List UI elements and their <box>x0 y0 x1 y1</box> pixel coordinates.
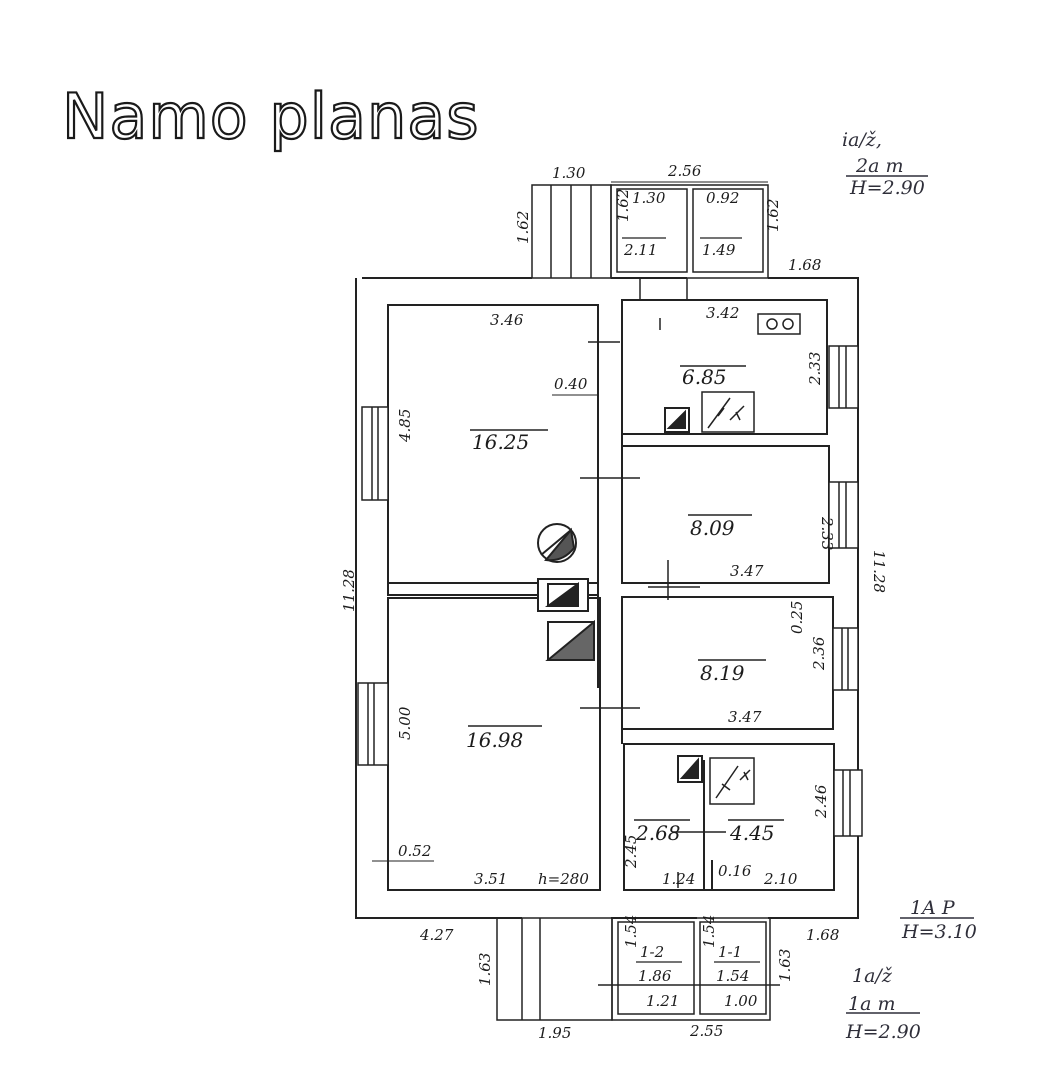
area-room-e1: 8.09 <box>690 516 735 540</box>
dim-south-steps-depth: 1.63 <box>476 953 494 986</box>
dim-room-sw-depth: 5.00 <box>396 706 414 740</box>
dim-room-e1-width: 3.47 <box>730 562 764 580</box>
dim-south-porch-left-w: 1.21 <box>646 992 679 1010</box>
dim-room-se-left-width: 1.24 <box>662 870 695 888</box>
dim-se-offset: 1.68 <box>806 926 839 944</box>
dim-room-e2-depth: 2.36 <box>810 636 828 671</box>
dim-room-e1-depth: 2.33 <box>818 516 836 550</box>
dim-room-se-left-depth: 2.45 <box>622 835 640 869</box>
central-wall <box>597 434 623 890</box>
windows-east <box>828 345 863 837</box>
dim-north-porch-depth: 1.62 <box>764 199 782 232</box>
note-north-line1: ia/ž, <box>842 129 882 151</box>
dim-south-porch-right-d: 1.54 <box>700 915 718 948</box>
dim-north-porch-left-w: 1.30 <box>632 189 666 207</box>
area-room-nw: 16.25 <box>472 430 529 454</box>
windows-west <box>357 406 389 766</box>
kitchen-outline <box>621 299 828 435</box>
south-steps <box>496 917 613 1021</box>
area-porch-s-right: 1.54 <box>716 967 749 985</box>
dim-room-nw-width: 3.46 <box>490 311 524 329</box>
dim-south-steps-width: 1.95 <box>538 1024 571 1042</box>
north-steps <box>531 184 612 279</box>
dim-north-steps-depth: 1.62 <box>514 211 532 244</box>
note-main-line2: H=3.10 <box>901 921 977 943</box>
note-south-line3: H=2.90 <box>845 1021 921 1043</box>
dim-north-porch-left-d: 1.62 <box>614 189 632 222</box>
plan-title: Namo planas <box>61 79 480 154</box>
note-south-line2: 1a m <box>848 993 895 1015</box>
dim-room-se-depth: 2.46 <box>812 784 830 819</box>
note-north-line3: H=2.90 <box>849 177 925 199</box>
area-porch-n-left: 2.11 <box>623 241 657 259</box>
dim-south-porch-left-d: 1.54 <box>622 915 640 948</box>
dim-kitchen-depth: 2.33 <box>806 352 824 386</box>
area-room-se-left: 2.68 <box>635 821 681 845</box>
note-main-line1: 1A P <box>910 897 956 919</box>
dim-wall-thickness: 0.40 <box>554 375 588 393</box>
area-porch-s-left: 1.86 <box>638 967 672 985</box>
dim-room-e2-width: 3.47 <box>728 708 762 726</box>
dim-south-porch-width: 2.55 <box>689 1022 723 1040</box>
dim-room-nw-depth: 4.85 <box>396 409 414 443</box>
dim-overall-left: 11.28 <box>340 569 358 612</box>
dim-north-porch-width: 2.56 <box>667 162 702 180</box>
dim-overall-right: 11.28 <box>870 550 888 593</box>
door-marks <box>580 318 726 888</box>
dim-south-porch-right-w: 1.00 <box>724 992 758 1010</box>
dim-south-left-offset: 4.27 <box>419 926 454 944</box>
area-porch-n-right: 1.49 <box>702 241 736 259</box>
north-porch <box>610 184 769 300</box>
kitchen-fixtures <box>701 313 801 805</box>
stove-icons <box>537 407 703 783</box>
dim-kitchen-width: 3.42 <box>706 304 739 322</box>
area-room-se-right: 4.45 <box>729 821 775 845</box>
dim-room-e2-offset: 0.25 <box>788 601 806 634</box>
note-south-line1: 1a/ž <box>852 965 893 987</box>
area-room-sw: 16.98 <box>466 728 523 752</box>
dim-north-steps-width: 1.30 <box>552 164 586 182</box>
area-room-e2: 8.19 <box>700 661 745 685</box>
label-porch-s-left: 1-2 <box>640 943 664 961</box>
label-porch-s-right: 1-1 <box>718 943 742 961</box>
area-kitchen: 6.85 <box>682 365 727 389</box>
dim-room-sw-offset: 0.52 <box>398 842 431 860</box>
label-height-note: h=280 <box>538 870 589 888</box>
dim-ne-offset: 1.68 <box>788 256 821 274</box>
dim-room-sw-width: 3.51 <box>474 870 507 888</box>
dim-south-porch-depth: 1.63 <box>776 949 794 982</box>
dim-room-se-right-width: 2.10 <box>763 870 798 888</box>
dim-room-se-partition: 0.16 <box>718 862 752 880</box>
note-north-line2: 2a m <box>855 155 903 177</box>
dim-north-porch-right-w: 0.92 <box>706 189 739 207</box>
